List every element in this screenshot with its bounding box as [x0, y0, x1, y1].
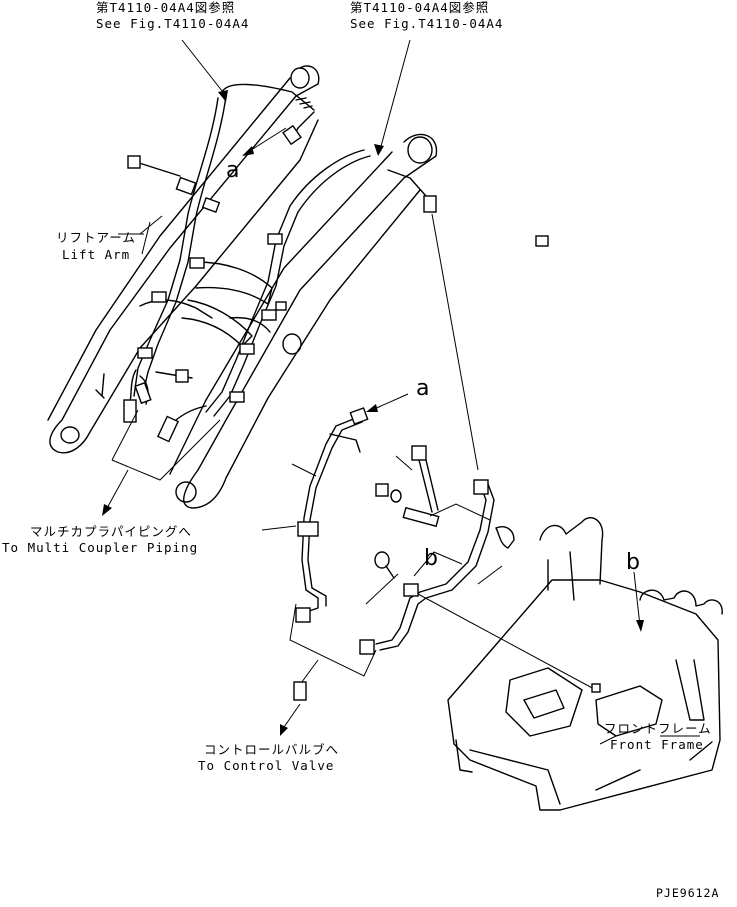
- ref-a-lower: a: [416, 376, 430, 401]
- label-front-frame-ja: フロントフレーム: [604, 721, 712, 736]
- leader-to-frame: [417, 593, 597, 691]
- label-leaders: [102, 215, 700, 737]
- arrow-a-lower-line: [371, 393, 409, 411]
- callout-top-left-ja: 第T4110-04A4図参照: [96, 0, 236, 15]
- front-frame: [447, 517, 723, 811]
- label-lift-arm-ja: リフトアーム: [56, 230, 136, 245]
- callout-top-left-en: See Fig.T4110-04A4: [96, 16, 250, 31]
- lower-small-parts: [374, 445, 491, 579]
- callout-top-right-ja: 第T4110-04A4図参照: [350, 0, 490, 15]
- label-multi-coupler-ja: マルチカプラパイピングへ: [30, 524, 192, 539]
- cross-tube: [181, 261, 273, 347]
- lower-piping: [261, 393, 597, 736]
- callout-leaders: [181, 39, 411, 156]
- ref-a-upper: a: [226, 158, 240, 183]
- label-control-valve-en: To Control Valve: [198, 758, 335, 773]
- label-control-valve-ja: コントロールバルブへ: [204, 742, 340, 757]
- ref-b-lower: b: [424, 546, 438, 571]
- label-lift-arm-en: Lift Arm: [62, 247, 131, 262]
- leader-upper-to-lower: [431, 213, 479, 471]
- arm-clamps: [137, 176, 549, 403]
- callout-top-right-en: See Fig.T4110-04A4: [350, 16, 504, 31]
- label-front-frame-en: Front Frame: [610, 737, 704, 752]
- arm-fittings: [95, 155, 207, 443]
- lift-arm-left: [47, 65, 320, 454]
- ref-b-frame: b: [626, 550, 640, 575]
- label-multi-coupler-en: To Multi Coupler Piping: [2, 540, 199, 555]
- lift-arm-right: [169, 133, 438, 509]
- drawing-code: PJE9612A: [656, 886, 720, 900]
- multi-coupler-bracket: [111, 409, 221, 481]
- arm-hoses: [133, 83, 437, 417]
